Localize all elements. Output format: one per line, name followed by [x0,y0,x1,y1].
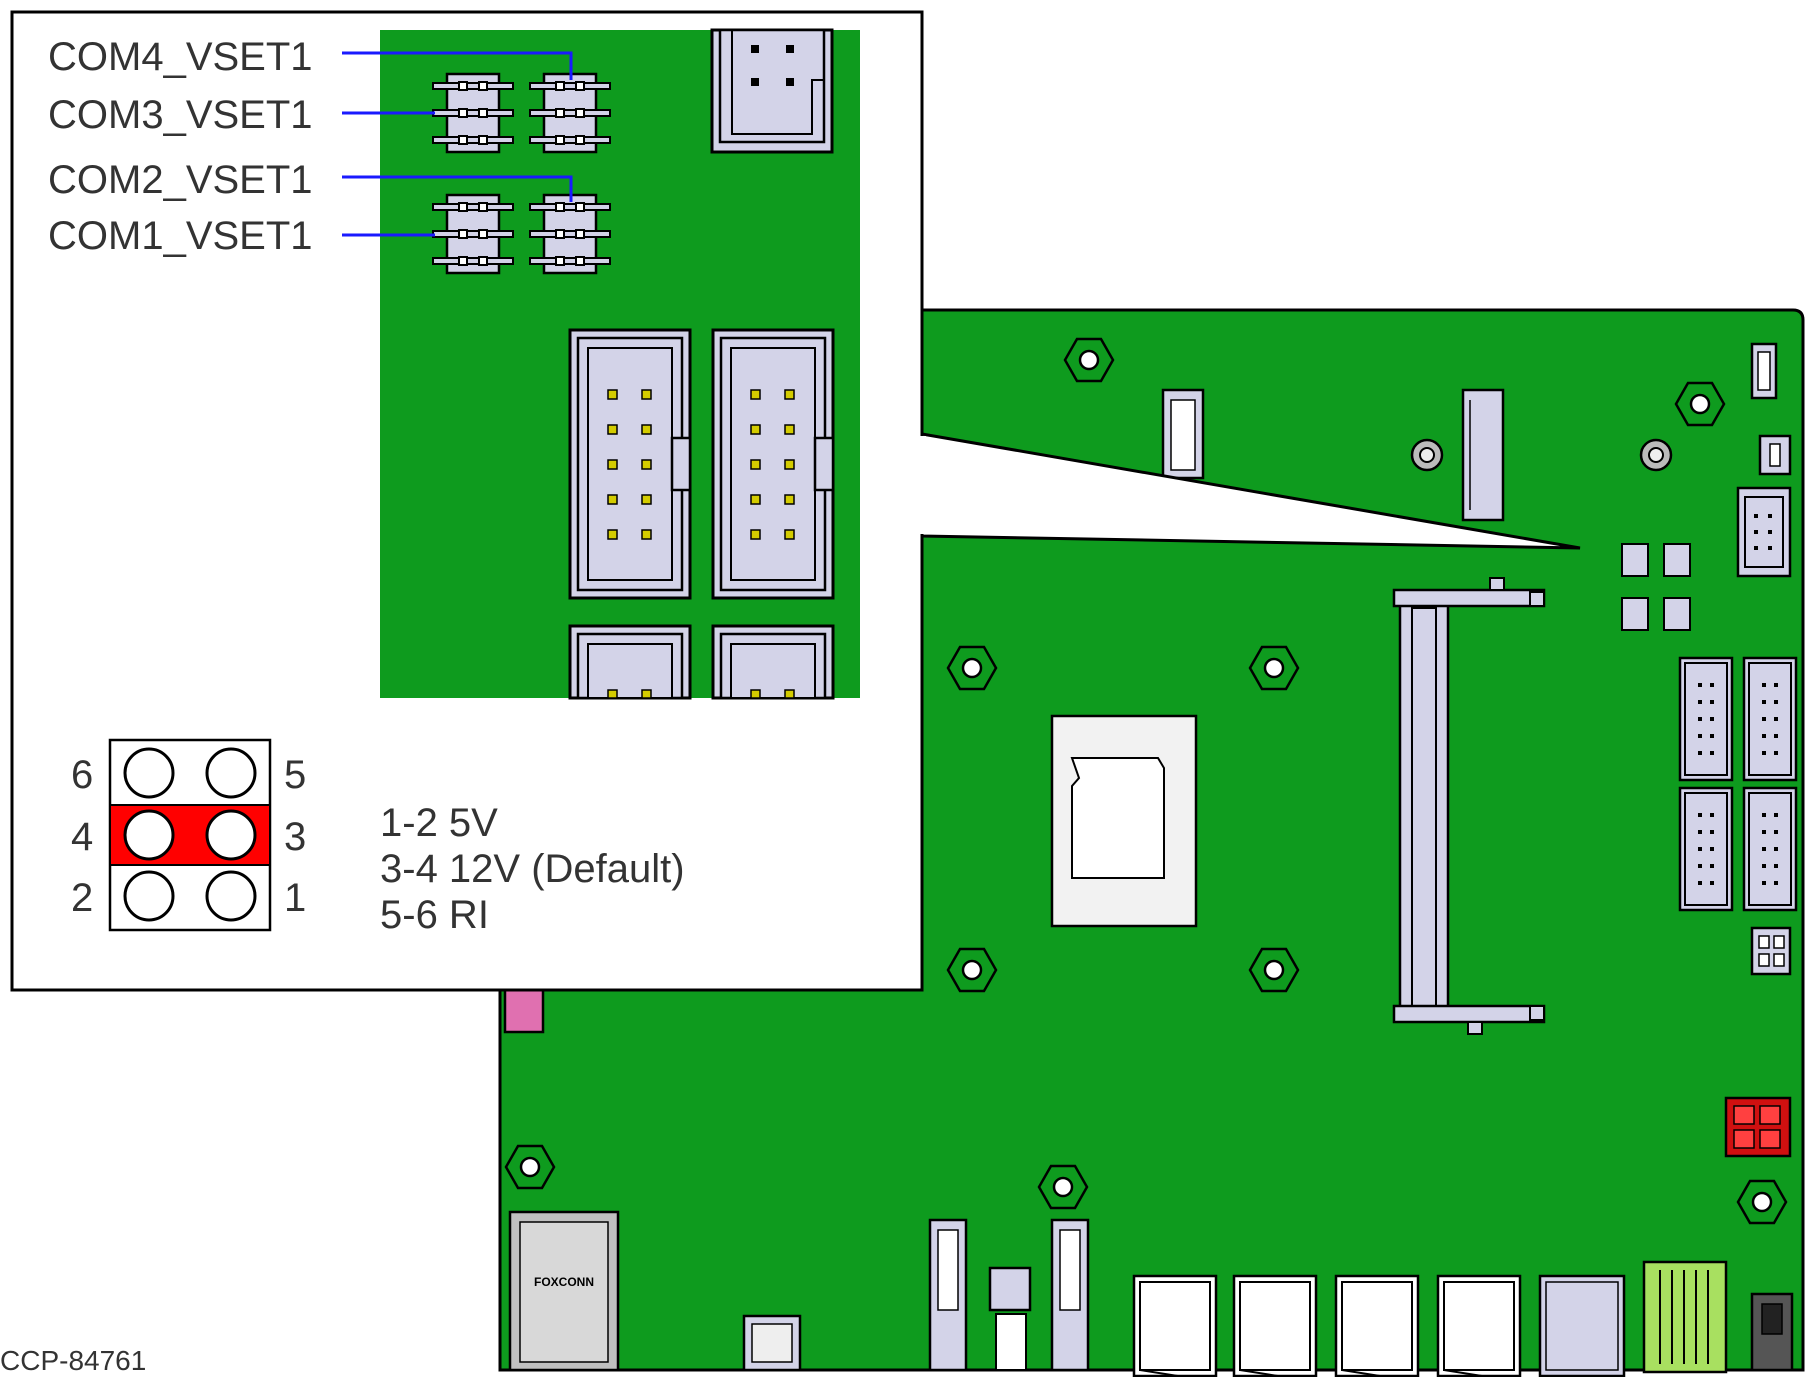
pink-header [503,988,545,1034]
setting-1-2: 1-2 5V [380,801,498,845]
header-2x3 [1736,486,1792,578]
pin-number-3: 3 [284,815,306,859]
setting-3-4: 3-4 12V (Default) [380,847,685,891]
jumper-block [528,72,612,154]
jumper-block [528,193,612,275]
mounting-hole [1037,1164,1089,1210]
rj45-port [1642,1260,1728,1374]
fpc-connector [1750,342,1778,400]
jumper-block [431,193,515,275]
label-com2-vset1: COM2_VSET1 [48,158,313,202]
pin-number-5: 5 [284,753,306,797]
pin-3 [205,809,257,861]
label-com4-vset1: COM4_VSET1 [48,35,313,79]
com-jumpers-small [1621,543,1691,631]
header-small-bottom [988,1266,1032,1371]
usb-c-connector [742,1314,802,1372]
mounting-hole [504,1144,556,1190]
label-com3-vset1: COM3_VSET1 [48,93,313,137]
power-connector [1724,1096,1792,1158]
leader-com2 [342,175,573,202]
spacer [1410,438,1444,472]
small-header [1758,434,1792,476]
pin-number-1: 1 [284,876,306,920]
box-header [1742,786,1798,912]
mounting-hole [1248,645,1300,691]
mounting-hole [946,645,998,691]
audio-jack [1750,1292,1794,1372]
pin-4 [123,809,175,861]
box-header-partial [568,624,692,700]
pin-1 [205,870,257,922]
usb-port [1334,1274,1420,1377]
pin-diagram: 6 4 2 5 3 1 [71,738,306,932]
cpu-area [1050,714,1198,928]
slim-connector [1050,1218,1090,1372]
pin-number-4: 4 [71,815,93,859]
figure-id: CCP-84761 [0,1345,146,1376]
spacer [1639,438,1673,472]
motherboard: FOXCONN [498,308,1805,1377]
pin-2 [123,870,175,922]
brand-label: FOXCONN [534,1275,594,1289]
box-header-partial [711,624,835,700]
box-header [1742,656,1798,782]
mounting-hole [1063,337,1115,383]
sodimm-slot [1392,577,1546,1035]
leader-lines [342,51,573,237]
mounting-hole [1736,1179,1788,1225]
box-header-large [568,328,692,600]
leader-com4 [342,51,573,80]
mounting-hole [946,947,998,993]
usb-port [1436,1274,1522,1377]
lan-port [1538,1274,1626,1377]
jumper-block [431,72,515,154]
slim-connector [928,1218,968,1372]
usb-port [1232,1274,1318,1377]
label-com1-vset1: COM1_VSET1 [48,214,313,258]
header-2x2 [1750,926,1792,976]
usb-port [1132,1274,1218,1377]
zoomed-connector-top [710,28,834,154]
pin-5 [205,747,257,799]
box-header [1678,786,1734,912]
foxconn-connector: FOXCONN [508,1210,620,1372]
box-header [1678,656,1734,782]
pin-6 [123,747,175,799]
m2-slot [1461,388,1505,522]
setting-5-6: 5-6 RI [380,893,489,937]
m2-slot [1161,388,1205,480]
callout-box: COM4_VSET1 COM3_VSET1 COM2_VSET1 COM1_VS… [10,10,926,992]
pin-number-6: 6 [71,753,93,797]
mounting-hole [1674,381,1726,427]
pin-number-2: 2 [71,876,93,920]
mounting-hole [1248,947,1300,993]
box-header-large [711,328,835,600]
